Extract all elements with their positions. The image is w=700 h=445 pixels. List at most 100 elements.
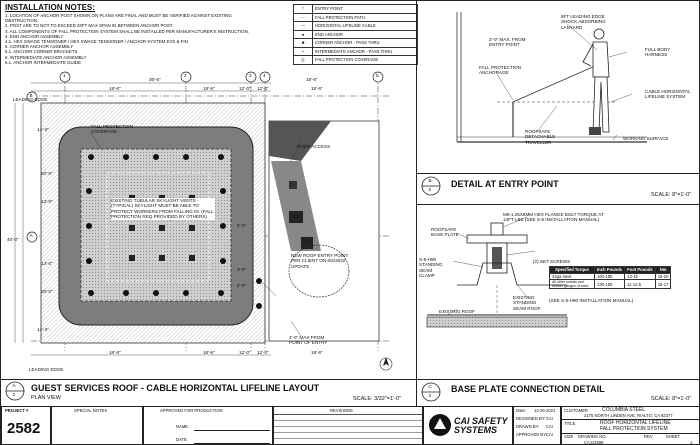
plan-scale: SCALE: 3/32"=1'-0" <box>353 396 401 402</box>
leading-edge-label: LEADING EDGE <box>13 97 48 102</box>
installation-notes-title: INSTALLATION NOTES: <box>5 3 95 12</box>
legend-label: HORIZONTAL LIFELINE CABLE <box>312 21 418 31</box>
dim-label: 4'-0" <box>237 283 247 288</box>
title-line-2: FALL PROTECTION SYSTEM <box>600 426 668 432</box>
detail-b-scale: SCALE: 8"=1'-0" <box>651 192 692 198</box>
table-row: All other metals and thinner gauges of s… <box>549 279 672 289</box>
dashed-path-icon: - - - <box>293 12 313 22</box>
entry-point-icon: * <box>293 4 313 14</box>
detail-c-label: M8-1.25X6MM HEX FLANGE BOLT TORQUE AT 13… <box>503 212 604 223</box>
sheet-number: 1 <box>690 440 693 445</box>
revisions-label: REVISIONS <box>330 408 353 413</box>
torque-table: Specified Torque Inch Pounds Foot Pounds… <box>549 266 672 289</box>
dim-label: 13'-0" <box>41 199 53 204</box>
installation-notes: 1. LOCATION OF ANCHOR POST SHOWN ON PLAN… <box>5 13 249 65</box>
detail-b-label: 6FT LEADING EDGE SHOCK ABSORBING LANYARD <box>561 14 606 30</box>
cai-logo-icon <box>429 414 451 436</box>
note-line: 6.1. ANCHOR INTERMEDIATE GUIDE <box>5 59 82 65</box>
detail-bubble: C 3 <box>421 382 441 407</box>
dim-label: 12'-0" <box>239 86 251 91</box>
plan-title: GUEST SERVICES ROOF - CABLE HORIZONTAL L… <box>31 383 320 393</box>
note-line: 1. LOCATION OF ANCHOR POST SHOWN ON PLAN… <box>5 13 232 18</box>
grid-bubble: 5 <box>372 70 384 88</box>
note-line: 4.1. HEX SWAGE TENSIONER / HEX SWAGE TEN… <box>5 39 188 45</box>
project-box: PROJECT # 2582 <box>1 406 51 445</box>
note-line: 4. END ANCHOR ASSEMBLY <box>5 33 64 39</box>
base-plate-drawing <box>426 216 568 328</box>
table-header: Foot Pounds <box>624 266 656 274</box>
grid-bubble: 4 <box>259 70 271 88</box>
grid-bubble: 3 <box>245 70 257 88</box>
table-header: Specified Torque <box>549 266 595 274</box>
dim-label: 18'-6" <box>203 350 215 355</box>
new-entry-label: NEW ROOF ENTRY POINT PER CLIENT ON 8/2/2… <box>291 253 349 269</box>
grid-bubble: A <box>26 230 38 248</box>
date-label: DATE <box>176 437 187 442</box>
legend: *ENTRY POINT - - -FALL PROTECTION PATH —… <box>293 4 418 65</box>
note-line: 3. ALL COMPONENTS OF FALL PROTECTION SYS… <box>5 28 249 34</box>
detail-bubble: B 2 <box>421 176 441 201</box>
date-value: 12-26-2021 <box>534 408 556 413</box>
grid-bubble: B <box>26 90 38 108</box>
detail-b-label: WORKING SURFACE <box>623 136 669 141</box>
max-dim-label: 2'-0" MAX FROM POINT OF ENTRY <box>289 335 328 346</box>
revisions-box: REVISIONS <box>273 406 423 445</box>
detail-b-title: DETAIL AT ENTRY POINT <box>451 179 559 189</box>
detail-c-title: BASE PLATE CONNECTION DETAIL <box>451 384 605 394</box>
dim-label: 12'-0" <box>257 350 269 355</box>
coverage-label: FALL PROTECTION COVERAGE <box>91 124 133 135</box>
dim-label: 12'-0" <box>239 350 251 355</box>
title-line-1: ROOF HORIZONTAL LIFELINE <box>600 420 671 426</box>
dim-label: 14'-3" <box>37 327 49 332</box>
detail-b-label: FALL PROTECTION ANCHORAGE <box>479 65 521 76</box>
customer-name: COLUMBIA STEEL <box>602 407 646 413</box>
dim-label: 18'-6" <box>311 86 323 91</box>
detail-b-label: 2'-0" MAX. FROM ENTRY POINT <box>489 37 526 48</box>
legend-label: CORNER ANCHOR - PASS THRU <box>312 38 418 48</box>
note-line: 2. POST ARE TO NOT TO EXCEED 33FT MAX SP… <box>5 23 174 29</box>
approved-label: APPROVED FOR PRODUCTION <box>160 408 223 413</box>
dim-label: 5'-0" <box>237 223 247 228</box>
detail-c-label: EXISTING ROOF <box>439 309 475 314</box>
dim-label: 3'-0" <box>237 267 247 272</box>
legend-label: ENTRY POINT <box>312 4 418 14</box>
note-line: 5.1. ANCHOR CORNER BRACKETS <box>5 49 78 55</box>
customer-box: CUSTOMER COLUMBIA STEEL 2175 NORTH LINDE… <box>561 406 700 445</box>
detail-c-label: (2) SET SCREWS <box>533 259 571 264</box>
dim-label: 18'-6" <box>109 350 121 355</box>
note-line: 5. CORNER ANCHOR ASSEMBLY <box>5 44 74 50</box>
legend-label: END ANCHOR <box>312 29 418 39</box>
dim-label: 18'-6" <box>311 350 323 355</box>
project-label: PROJECT # <box>5 408 29 413</box>
drawing-number: CA112589 <box>584 440 604 445</box>
detail-b-label: ROOFSAFE DETACHABLE TRAVELLER <box>525 129 556 145</box>
logo-text: CAI SAFETY SYSTEMS <box>454 416 508 435</box>
dim-label: 14'-3" <box>37 127 49 132</box>
dim-label: 20'-0" <box>41 289 53 294</box>
detail-b-label: FULL BODY HARNESS <box>645 47 671 58</box>
legend-label: INTERMEDIATE ANCHOR - PASS THRU <box>312 46 418 56</box>
leading-edge-label: LEADING EDGE <box>29 367 64 372</box>
dim-label-overall: 40'-0" <box>7 237 19 242</box>
plan-view-drawing <box>14 75 393 371</box>
note-line: 6. INTERMEDIATE ANCHOR ASSEMBLY <box>5 54 87 60</box>
skylight-note: EXISTING TUBULAR SKYLIGHT VENTS - (TYPIC… <box>111 198 215 220</box>
legend-label: FALL PROTECTION COVERAGE <box>312 55 418 65</box>
detail-c-label: S-5-H90 STANDING SEAM CLAMP <box>419 257 443 279</box>
roof-access-label: ROOF ACCESS <box>297 144 331 149</box>
cable-line-icon: — <box>293 21 313 31</box>
dim-label: 13'-0" <box>41 261 53 266</box>
dim-label: 18'-6" <box>306 77 318 82</box>
dim-label: 36'-6" <box>149 77 161 82</box>
detail-c-scale: SCALE: 8"=1'-0" <box>651 396 692 402</box>
detail-entry-point-drawing <box>456 12 647 143</box>
dim-label: 20'-0" <box>41 171 53 176</box>
customer-address: 2175 NORTH LINDEN AVE, RIALTO, CA 92377 <box>584 413 673 418</box>
name-label: NAME <box>176 424 189 429</box>
intermediate-anchor-icon: ▪ <box>293 46 313 56</box>
logo-box: CAI SAFETY SYSTEMS <box>423 406 513 445</box>
detail-c-label: EXISTING STANDING SEAM ROOF <box>513 295 541 311</box>
dim-label: 12'-0" <box>257 86 269 91</box>
corner-anchor-icon: ■ <box>293 38 313 48</box>
